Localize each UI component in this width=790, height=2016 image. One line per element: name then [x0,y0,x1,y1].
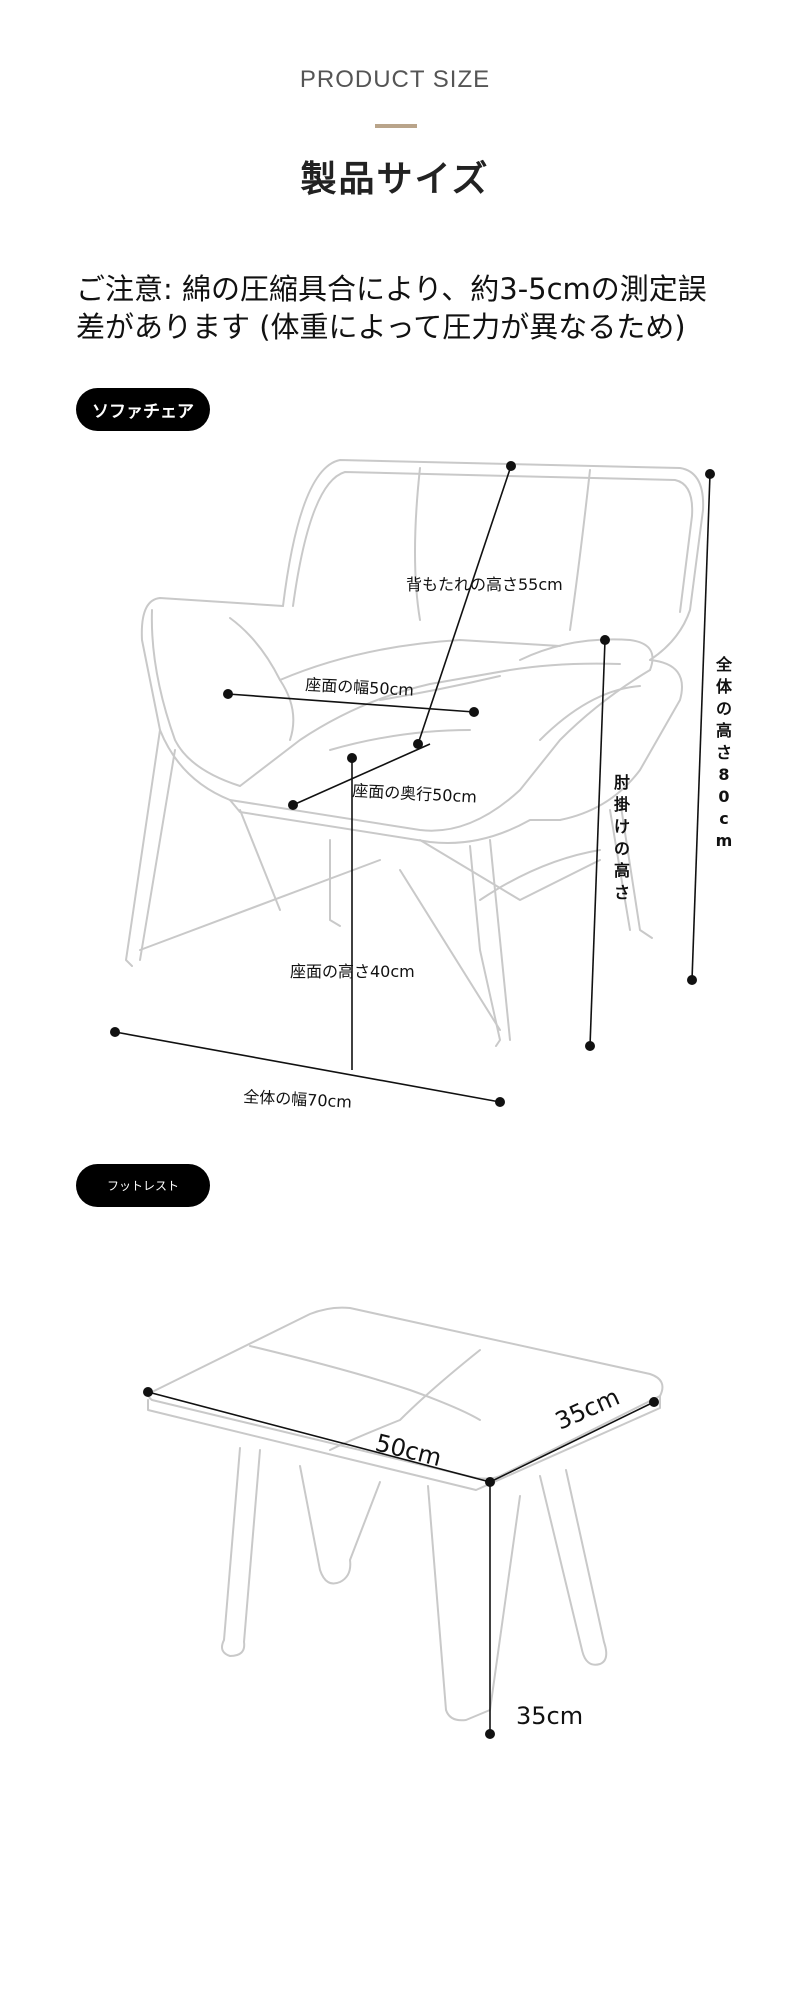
svg-text:の: の [614,839,630,858]
total-width-label: 全体の幅70cm [243,1087,353,1112]
svg-text:け: け [614,817,630,836]
sofa-chair-badge: ソファチェア [76,388,210,431]
svg-text:c: c [719,809,728,828]
sofa-chair-diagram: 背もたれの高さ55cm 座面の幅50cm 座面の奥行50cm 座面の高さ40cm… [110,459,733,1112]
seat-height-label: 座面の高さ40cm [290,962,415,981]
footrest-measurement-points [143,1387,659,1739]
notice-line-2: 差があります (体重によって圧力が異なるため) [76,310,686,344]
svg-text:0: 0 [718,787,729,806]
svg-text:全: 全 [715,655,733,674]
svg-text:8: 8 [718,765,729,784]
svg-text:さ: さ [614,883,630,902]
svg-text:さ: さ [716,743,732,762]
svg-text:体: 体 [716,677,733,696]
back-height-label: 背もたれの高さ55cm [406,575,563,594]
sofa-measurement-points [110,461,715,1107]
section-eyebrow: PRODUCT SIZE [299,66,491,93]
footrest-diagram: 50cm 35cm 35cm [143,1306,664,1739]
svg-text:肘: 肘 [614,773,630,792]
seat-width-label: 座面の幅50cm [305,675,415,700]
seat-depth-label: 座面の奥行50cm [352,781,478,807]
sofa-chair-outline [125,459,705,1047]
svg-text:掛: 掛 [614,795,630,814]
footrest-depth-label: 35cm [551,1383,624,1436]
total-height-label: 全 体 の 高 さ 8 0 c m [715,655,733,850]
accent-divider [375,124,417,128]
sofa-measurement-lines [114,465,711,1103]
svg-text:の: の [716,699,732,718]
footrest-badge: フットレスト [76,1164,210,1207]
armrest-height-label: 肘 掛 け の 高 さ [614,773,630,902]
notice-line-1: ご注意: 綿の圧縮具合により、約3-5cmの測定誤 [76,272,707,306]
footrest-measurement-lines [147,1391,655,1734]
svg-text:高: 高 [716,721,732,740]
svg-text:高: 高 [614,861,630,880]
footrest-height-label: 35cm [516,1702,583,1730]
measurement-notice: ご注意: 綿の圧縮具合により、約3-5cmの測定誤 差があります (体重によって… [76,270,736,346]
page-title: 製品サイズ [300,159,490,200]
footrest-outline [147,1306,664,1722]
footrest-width-label: 50cm [373,1429,445,1472]
svg-text:m: m [716,831,733,850]
